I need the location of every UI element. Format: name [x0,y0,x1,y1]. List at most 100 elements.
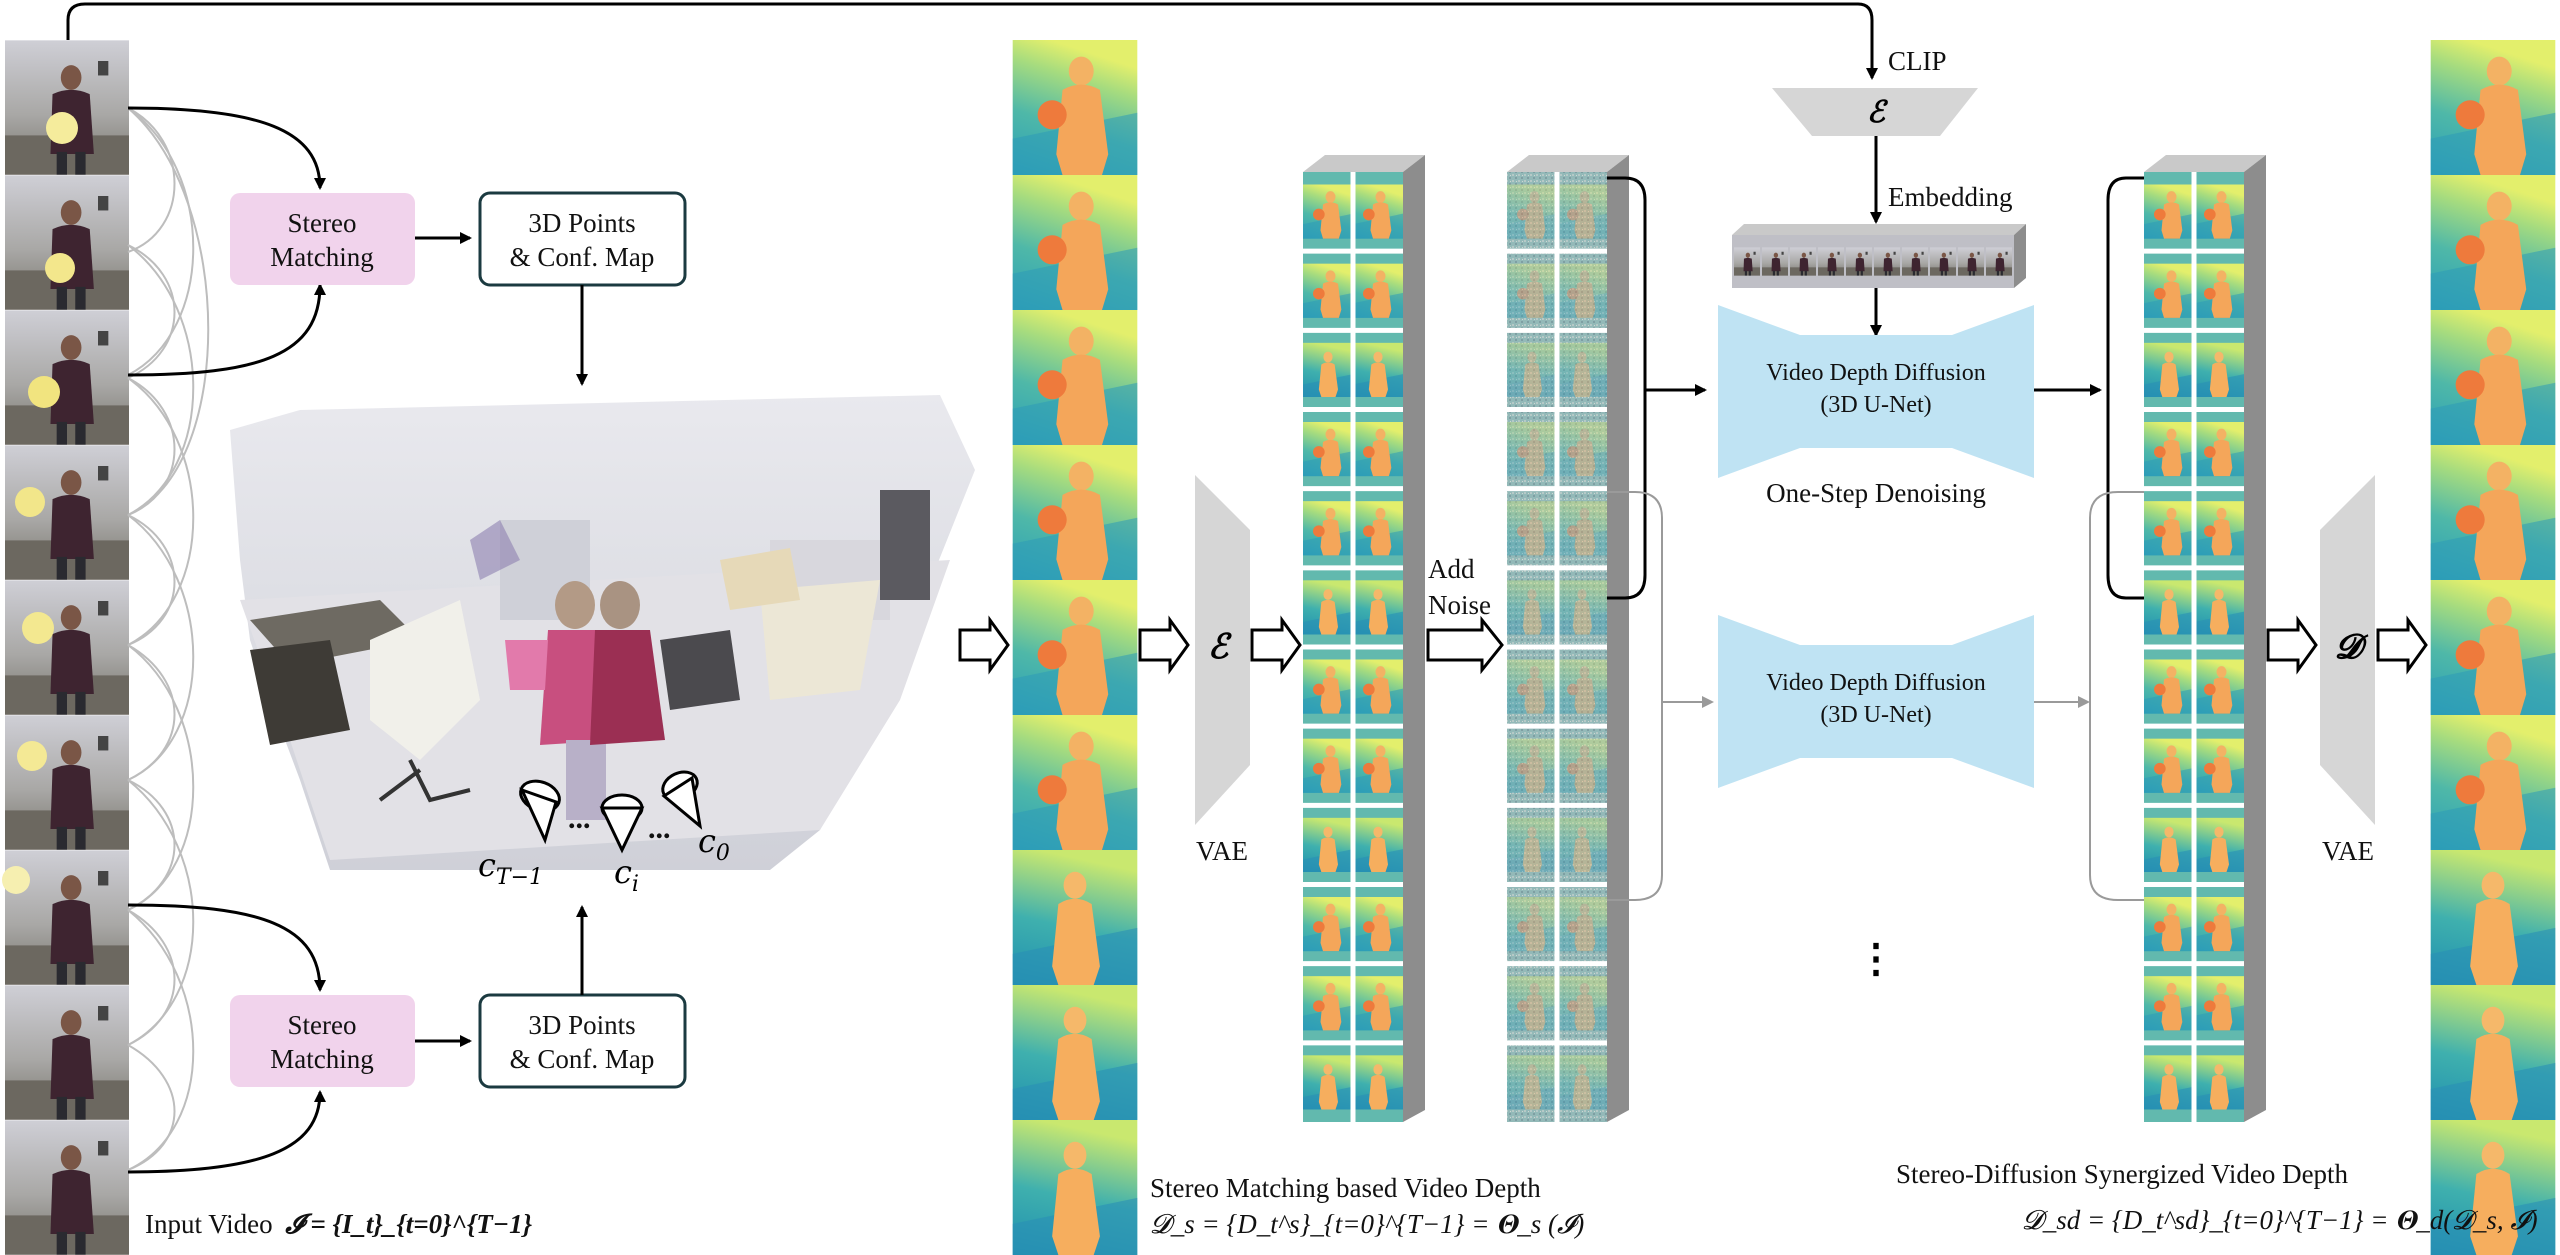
add-noise-label-1: Add [1428,554,1475,584]
latent-cell [1507,263,1557,318]
latent-cell [1303,659,1353,714]
latent-cell [1507,738,1557,793]
latent-cell [1353,184,1403,239]
latent-cell [1303,422,1353,477]
latent-cell [1507,976,1557,1031]
latent-cell [1303,976,1353,1031]
unet-bottom-label-1: Video Depth Diffusion [1766,670,1985,696]
camera-right-label: c0 [698,822,730,866]
hollow-arrow-add-noise [1426,615,1504,675]
embedding-frame [1790,247,1816,276]
latent-cell [1557,422,1607,477]
latent-cell [1507,501,1557,556]
embedding-frame [1902,247,1928,276]
latent-cell [1557,976,1607,1031]
latent-cell [2144,580,2194,635]
vae-left-label: VAE [1196,836,1248,866]
latent-cell [1353,263,1403,318]
latent-cell [1557,184,1607,239]
stereo-depth-caption: Stereo Matching based Video Depth [1150,1173,1541,1203]
latent-cell [2144,976,2194,1031]
clip-label: CLIP [1888,46,1947,76]
stereo-depth-math: 𝓓_s = {D_t^s}_{t=0}^{T−1} = 𝚯_s (𝓘) [1150,1209,1585,1239]
points-conf-top-box: 3D Points & Conf. Map [478,191,687,287]
latent-cell [1303,738,1353,793]
add-noise-label-2: Noise [1428,590,1491,620]
latent-cell [1303,1055,1353,1110]
clip-encoder-symbol: ℰ [1867,96,1889,129]
latent-cell [1303,263,1353,318]
stereo-depth-strip [1012,40,1138,1255]
latent-cell [1353,342,1403,398]
latent-cell [1353,897,1403,952]
stereo-matching-bottom-box: Stereo Matching [230,995,415,1087]
embedding-frame [1930,247,1956,276]
latent-cell [2194,1055,2244,1110]
latent-cell [2194,501,2244,556]
latent-cell [1353,817,1403,872]
embedding-frame [1958,247,1984,276]
stereo-matching-top-label-1: Stereo [288,208,357,238]
latent-cell [1507,184,1557,239]
points-top-label-2: & Conf. Map [510,242,655,272]
latent-cell [1557,342,1607,398]
bracket-top-group [1607,176,1647,600]
synergized-caption: Stereo-Diffusion Synergized Video Depth [1896,1159,2349,1189]
latent-cell [1557,659,1607,714]
latent-cell [2144,342,2194,398]
camera-icons [519,770,703,854]
latent-cell [1557,263,1607,318]
point-cloud-scene [230,395,975,870]
output-depth-strip [2430,40,2556,1255]
latent-cell [2194,342,2244,398]
bracket-bottom-group [1607,491,1663,901]
latent-cell [1507,817,1557,872]
unet-bottom-label-2: (3D U-Net) [1820,702,1931,728]
points-top-label-1: 3D Points [528,208,635,238]
camera-left-icon [519,779,561,845]
latent-cell [1303,501,1353,556]
synergized-math: 𝓓_sd = {D_t^sd}_{t=0}^{T−1} = 𝚯_d(𝓓_s, 𝓘… [2022,1205,2538,1235]
stereo-input-arrows [127,106,326,1174]
vae-decoder-right: 𝓓 VAE [2320,475,2375,866]
input-video-caption: Input Video 𝓘 = {I_t}_{t=0}^{T−1} [145,1209,533,1239]
latent-cell [1353,976,1403,1031]
latent-cell [1557,738,1607,793]
latent-cell [1303,897,1353,952]
embedding-frame [1818,247,1844,276]
latent-cell [2194,580,2244,635]
latent-cell [1353,659,1403,714]
latent-cell [2194,817,2244,872]
latent-cell [2194,422,2244,477]
latent-cell [2144,501,2194,556]
camera-dots-2: ... [648,812,671,845]
latent-cell [2194,976,2244,1031]
latent-cell [1353,580,1403,635]
latent-cell [1303,580,1353,635]
embedding-frame [1762,247,1788,276]
latent-column-output-cells [2144,172,2244,1122]
frame-pair-arcs [127,107,210,1171]
bracket-out-bottom [2089,491,2144,901]
embedding-frame [1874,247,1900,276]
stereo-matching-top-label-2: Matching [270,242,373,272]
latent-cell [1507,1055,1557,1110]
stereo-matching-bottom-label-2: Matching [270,1044,373,1074]
latent-cell [2194,659,2244,714]
latent-cell [1507,580,1557,635]
latent-cell [2144,817,2194,872]
latent-cell [2194,184,2244,239]
latent-cell [2144,738,2194,793]
latent-cell [2144,897,2194,952]
latent-cell [1353,422,1403,477]
embedding-frame [1986,247,2012,276]
input-video-strip [2,40,129,1255]
latent-cell [1353,501,1403,556]
latent-cell [1557,1055,1607,1110]
latent-cell [2144,184,2194,239]
unet-top-label-1: Video Depth Diffusion [1766,360,1985,386]
latent-cell [2144,263,2194,318]
clip-top-arrow [66,2,1878,80]
unet-top: Video Depth Diffusion (3D U-Net) [1718,305,2034,478]
